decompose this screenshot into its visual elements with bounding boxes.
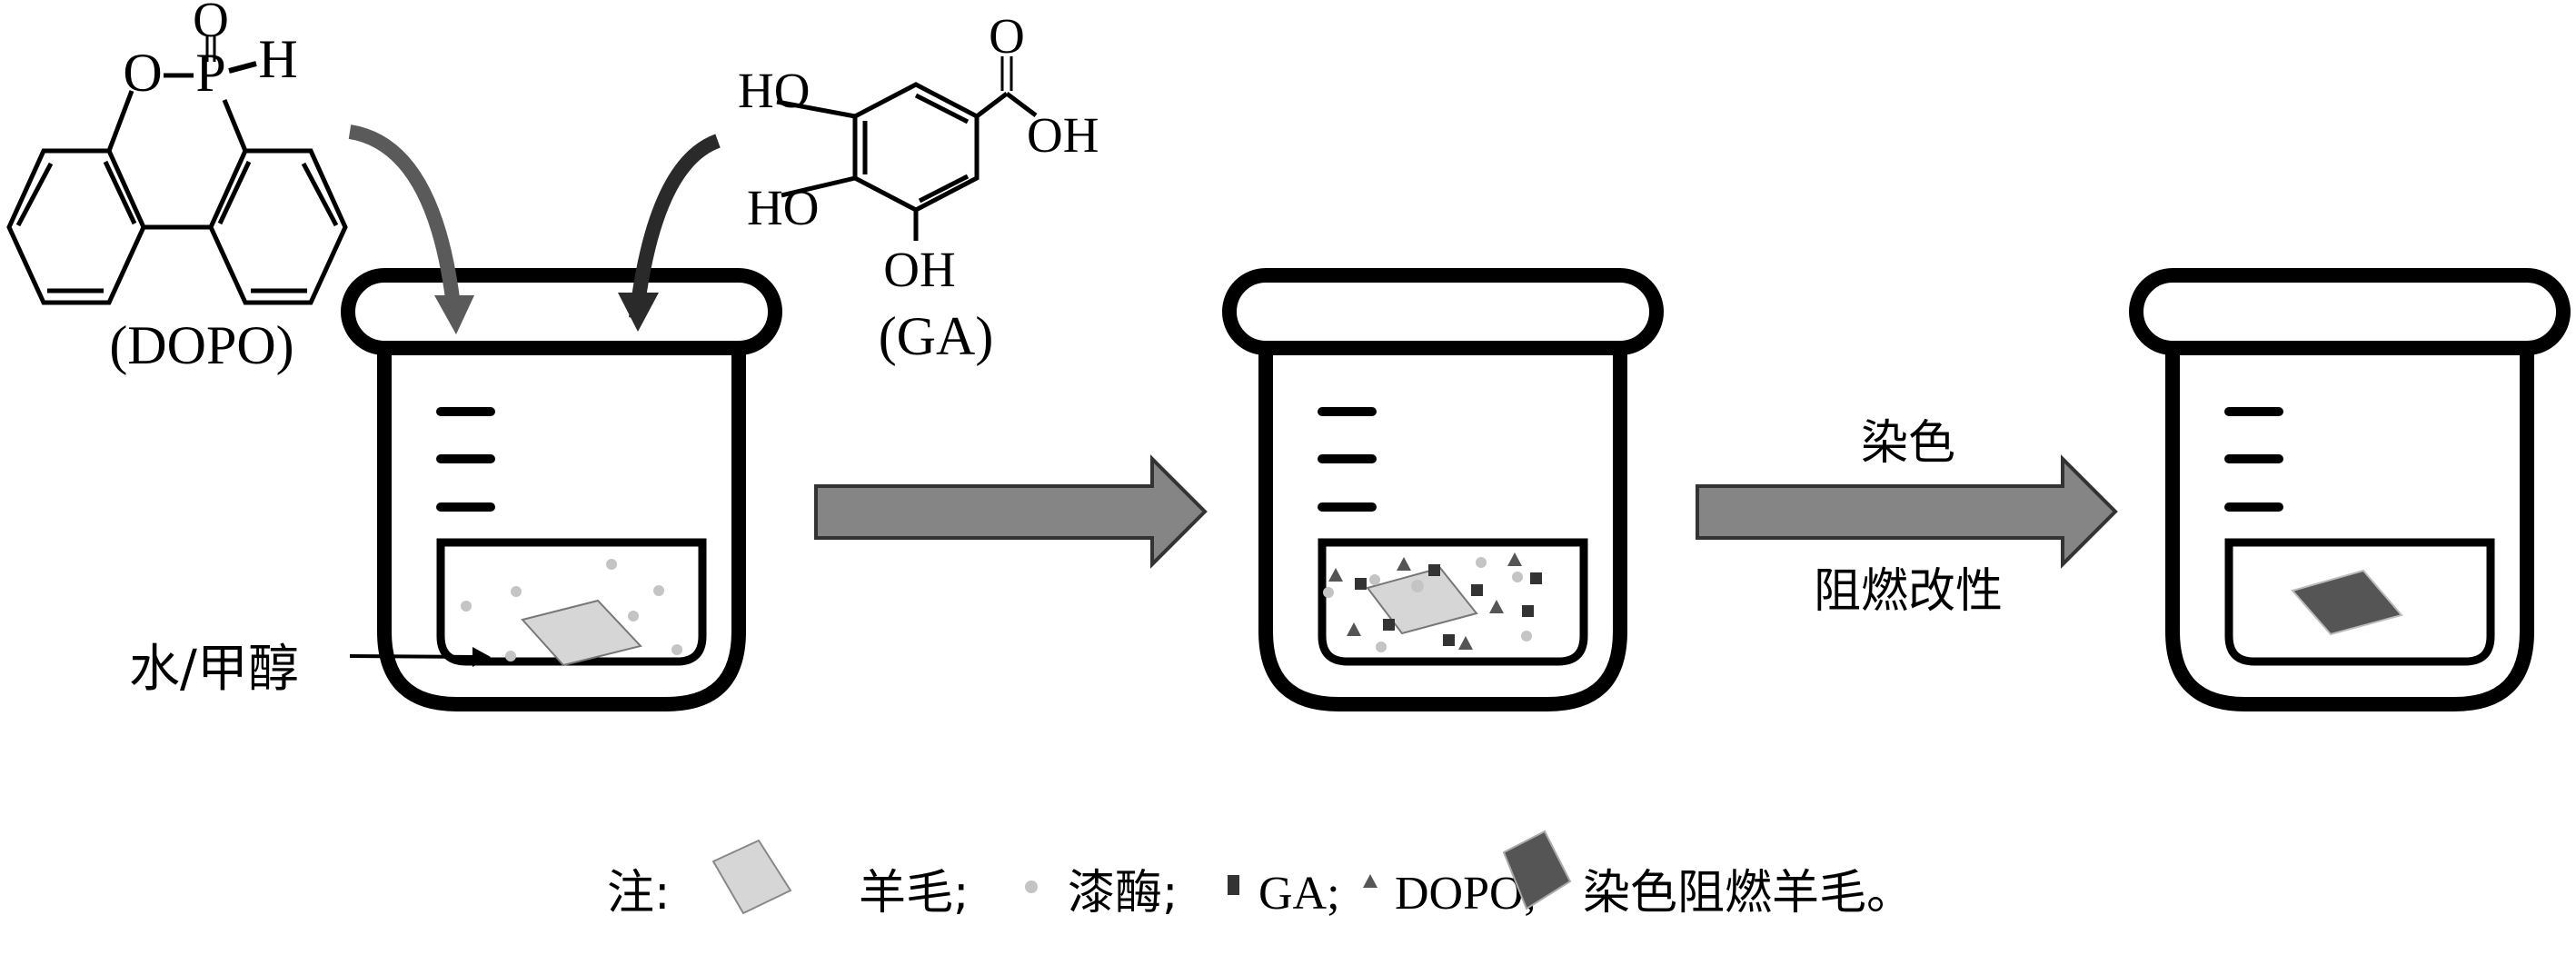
dopo-triangle: [1347, 622, 1361, 636]
ga-structure: [776, 56, 1038, 241]
legend-label-laccase: 漆酶;: [1068, 866, 1179, 920]
dopo-triangles: [1328, 552, 1522, 650]
ga-atom-oh-acid: OH: [1027, 107, 1099, 163]
process-label-flame-retardant: 阻燃改性: [1814, 564, 2003, 619]
laccase-dot: [1323, 587, 1334, 598]
ga-square: [1428, 564, 1440, 576]
laccase-dot: [505, 651, 516, 662]
dopo-atom-h: H: [258, 29, 297, 89]
legend-label-ga: GA;: [1258, 868, 1340, 920]
process-arrow-2: [1696, 454, 2118, 569]
legend-dyed-swatch-icon: [1502, 830, 1572, 910]
laccase-dot: [1521, 631, 1532, 642]
dopo-atom-o-double: O: [193, 0, 229, 47]
laccase-dot: [1369, 574, 1380, 585]
dopo-label: (DOPO): [109, 315, 293, 375]
dopo-triangle: [1489, 600, 1504, 613]
ga-square: [1471, 584, 1483, 596]
dopo-triangle: [1458, 636, 1473, 650]
dopo-triangle: [1507, 552, 1522, 566]
laccase-dot: [461, 601, 472, 612]
legend-label-dyed-wool: 染色阻燃羊毛。: [1583, 866, 1914, 920]
laccase-dot: [1376, 642, 1387, 652]
ga-square: [1530, 572, 1542, 584]
legend-ga-square-icon: [1228, 875, 1239, 895]
ga-label: (GA): [879, 306, 994, 366]
dyed-wool-swatch: [2291, 569, 2403, 636]
wool-swatch: [1366, 566, 1478, 635]
laccase-dots: [461, 559, 682, 662]
legend-dopo-triangle-icon: [1363, 874, 1378, 888]
dopo-addition-arrow: [348, 124, 474, 334]
ga-atom-ho-mid: HO: [747, 180, 819, 235]
legend: 注: 羊毛; 漆酶; GA; DOPO; 染色阻燃羊毛。: [607, 830, 1914, 920]
dopo-triangle: [1397, 557, 1411, 571]
process-arrow-1: [814, 454, 1208, 569]
laccase-dot: [1411, 580, 1424, 592]
solvent-label: 水/甲醇: [129, 640, 299, 699]
dopo-atom-o-ring: O: [123, 43, 162, 103]
laccase-dot: [511, 586, 522, 597]
beaker-2: [1229, 275, 1656, 704]
process-label-dyeing: 染色: [1861, 416, 1955, 471]
dopo-atom-p: P: [195, 43, 225, 103]
legend-prefix: 注:: [607, 866, 671, 920]
laccase-dot: [628, 611, 639, 622]
ga-square: [1522, 605, 1534, 617]
ga-atom-o-carbonyl: O: [989, 8, 1025, 64]
beaker-1: [348, 275, 775, 704]
wool-swatch: [521, 599, 642, 667]
laccase-dot: [1476, 557, 1487, 568]
ga-square: [1355, 578, 1367, 590]
ga-atom-ho-top: HO: [738, 63, 810, 118]
legend-wool-swatch-icon: [711, 839, 792, 915]
ga-addition-arrow: [618, 134, 721, 332]
ga-atom-oh-bottom: OH: [883, 242, 955, 297]
ga-square: [1383, 619, 1395, 631]
ga-squares: [1355, 564, 1542, 646]
laccase-dot: [671, 644, 682, 655]
laccase-dot: [653, 585, 664, 596]
beaker-3: [2136, 275, 2563, 704]
laccase-dots: [1323, 557, 1532, 652]
laccase-dot: [1512, 572, 1523, 582]
solvent-pointer-arrow: [349, 647, 491, 667]
legend-laccase-dot-icon: [1025, 880, 1038, 893]
laccase-dot: [606, 559, 617, 570]
dopo-structure: [6, 36, 348, 305]
dopo-triangle: [1328, 568, 1343, 582]
ga-square: [1443, 634, 1455, 646]
legend-label-wool: 羊毛;: [859, 866, 970, 920]
